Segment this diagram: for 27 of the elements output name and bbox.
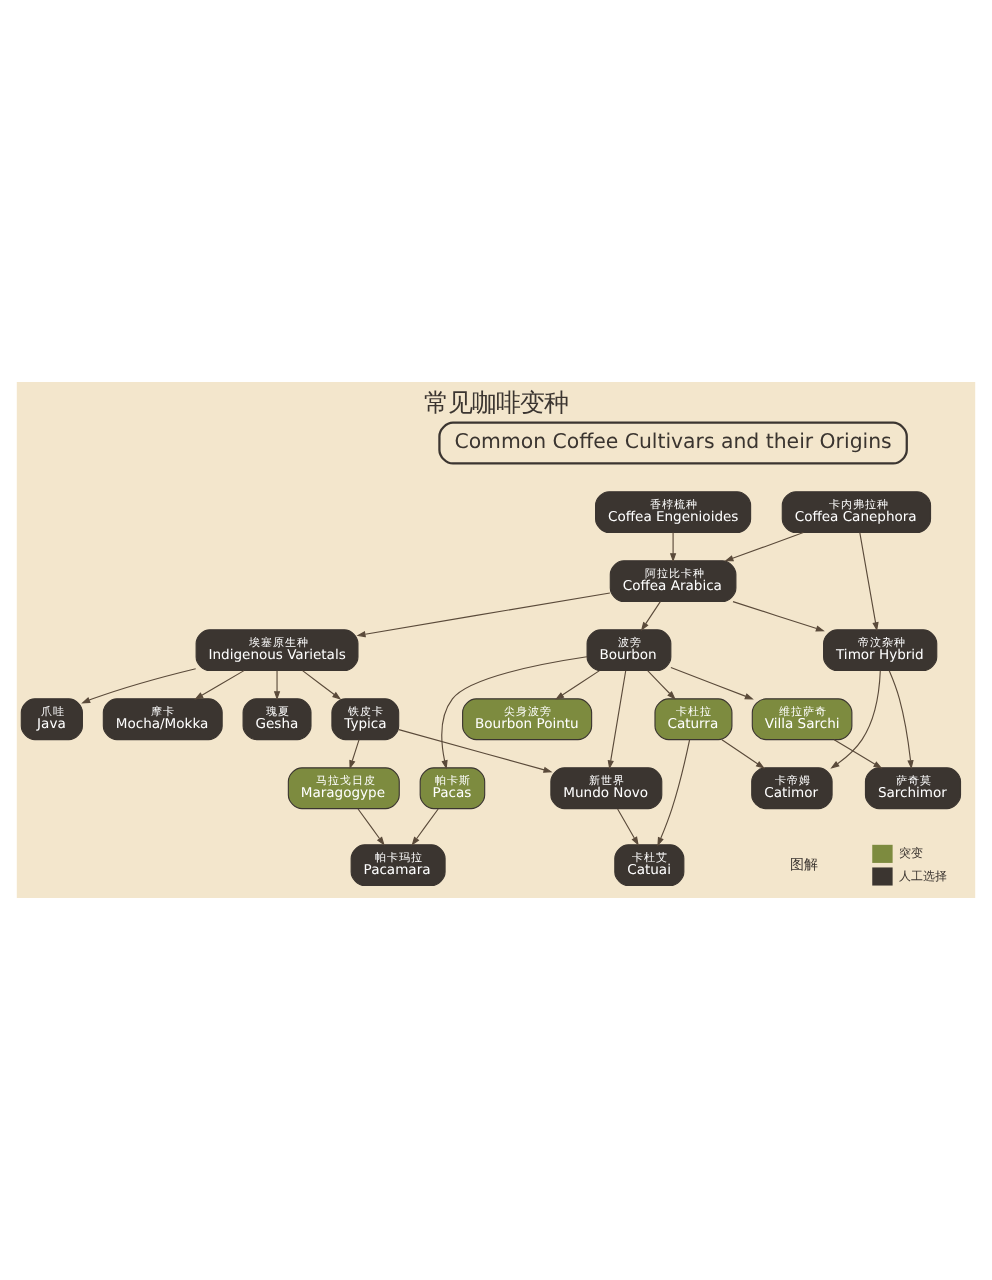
label: Common Coffee Cultivars and their Origins — [454, 432, 892, 455]
arrow — [607, 670, 627, 770]
arrow — [617, 808, 639, 846]
arrow — [411, 808, 439, 846]
arrow — [640, 601, 661, 631]
arrow — [721, 739, 765, 769]
arrow — [555, 670, 601, 700]
arrow — [647, 670, 676, 700]
arrow — [398, 729, 553, 773]
arrow — [833, 739, 883, 769]
arrow — [356, 592, 611, 638]
arrow — [669, 532, 677, 563]
arrow — [888, 670, 914, 770]
arrow — [81, 668, 197, 704]
arrow — [859, 532, 879, 632]
arrow — [357, 808, 385, 846]
arrow — [441, 656, 588, 770]
arrow — [830, 670, 881, 769]
diagram-title: 常见咖啡变种 — [424, 386, 568, 417]
arrow — [194, 670, 245, 700]
arrow — [302, 670, 342, 700]
arrow — [732, 601, 825, 632]
arrow — [349, 739, 360, 770]
arrow — [724, 532, 804, 562]
arrow — [657, 739, 691, 847]
arrow — [273, 670, 281, 701]
arrow — [670, 666, 754, 700]
